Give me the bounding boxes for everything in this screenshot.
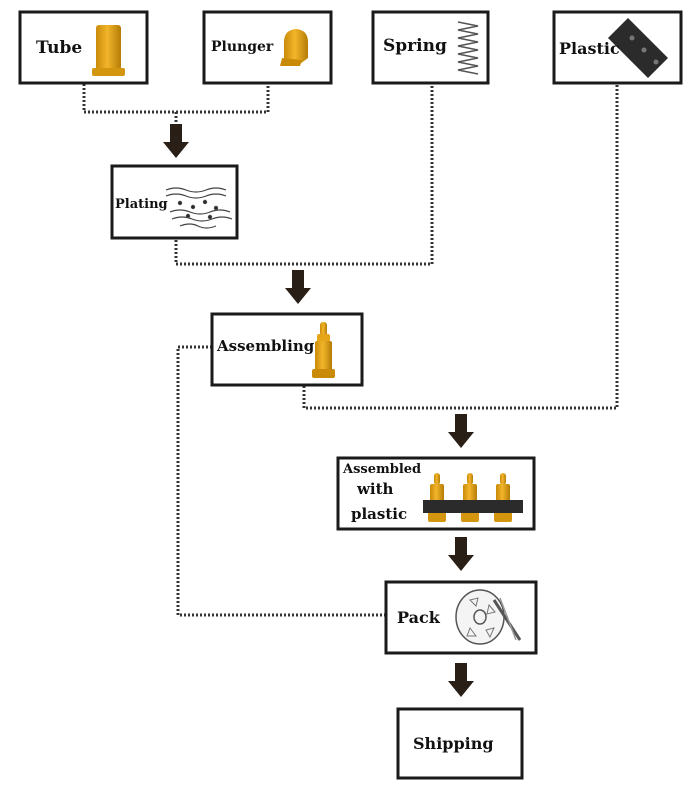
assembling-label: Assembling (216, 337, 315, 355)
plunger-label: Plunger (211, 39, 274, 55)
plastic-strip-icon (608, 18, 668, 78)
connector-assembling-plastic (302, 84, 619, 410)
tube-label: Tube (36, 38, 82, 58)
node-spring: Spring (371, 10, 490, 85)
node-tube: Tube (18, 10, 149, 85)
node-shipping: Shipping (396, 707, 524, 780)
arrow-to-assembled-with-plastic (448, 414, 474, 448)
pin-carrier-icon (423, 473, 523, 522)
plastic-label: Plastic (559, 39, 620, 58)
pack-label: Pack (397, 608, 441, 627)
carrier-pin-3 (494, 473, 512, 522)
spring-label: Spring (383, 36, 447, 56)
node-pack: Pack (384, 580, 538, 655)
connector-assembling-pack (176, 345, 386, 617)
arrow-to-pack (448, 537, 474, 571)
assembled-label-line1: Assembled (342, 462, 421, 477)
node-plating: Plating (110, 164, 239, 240)
plating-label: Plating (115, 197, 168, 212)
node-assembling: Assembling (210, 312, 364, 387)
carrier-pin-2 (461, 473, 479, 522)
tube-icon (92, 25, 125, 76)
shipping-label: Shipping (413, 734, 494, 753)
node-assembled-with-plastic: Assembled with plastic (336, 456, 536, 531)
plating-bath-icon (165, 187, 233, 229)
node-plunger: Plunger (202, 10, 333, 85)
arrow-to-plating (163, 124, 189, 158)
assembled-label-line3: plastic (351, 505, 407, 523)
plunger-icon (280, 29, 308, 66)
carrier-pin-1 (428, 473, 446, 522)
node-plastic: Plastic (552, 10, 683, 85)
arrow-to-assembling (285, 270, 311, 304)
reel-icon (455, 589, 522, 645)
arrow-to-shipping (448, 663, 474, 697)
connectors (82, 84, 619, 617)
pogo-pin-icon (312, 322, 335, 378)
carrier-strip (423, 500, 523, 513)
assembled-label-line2: with (356, 480, 394, 498)
spring-icon (457, 21, 479, 75)
connector-tube-plunger-merge (82, 84, 270, 114)
arrows (163, 124, 474, 697)
connector-plating-spring (174, 84, 434, 266)
